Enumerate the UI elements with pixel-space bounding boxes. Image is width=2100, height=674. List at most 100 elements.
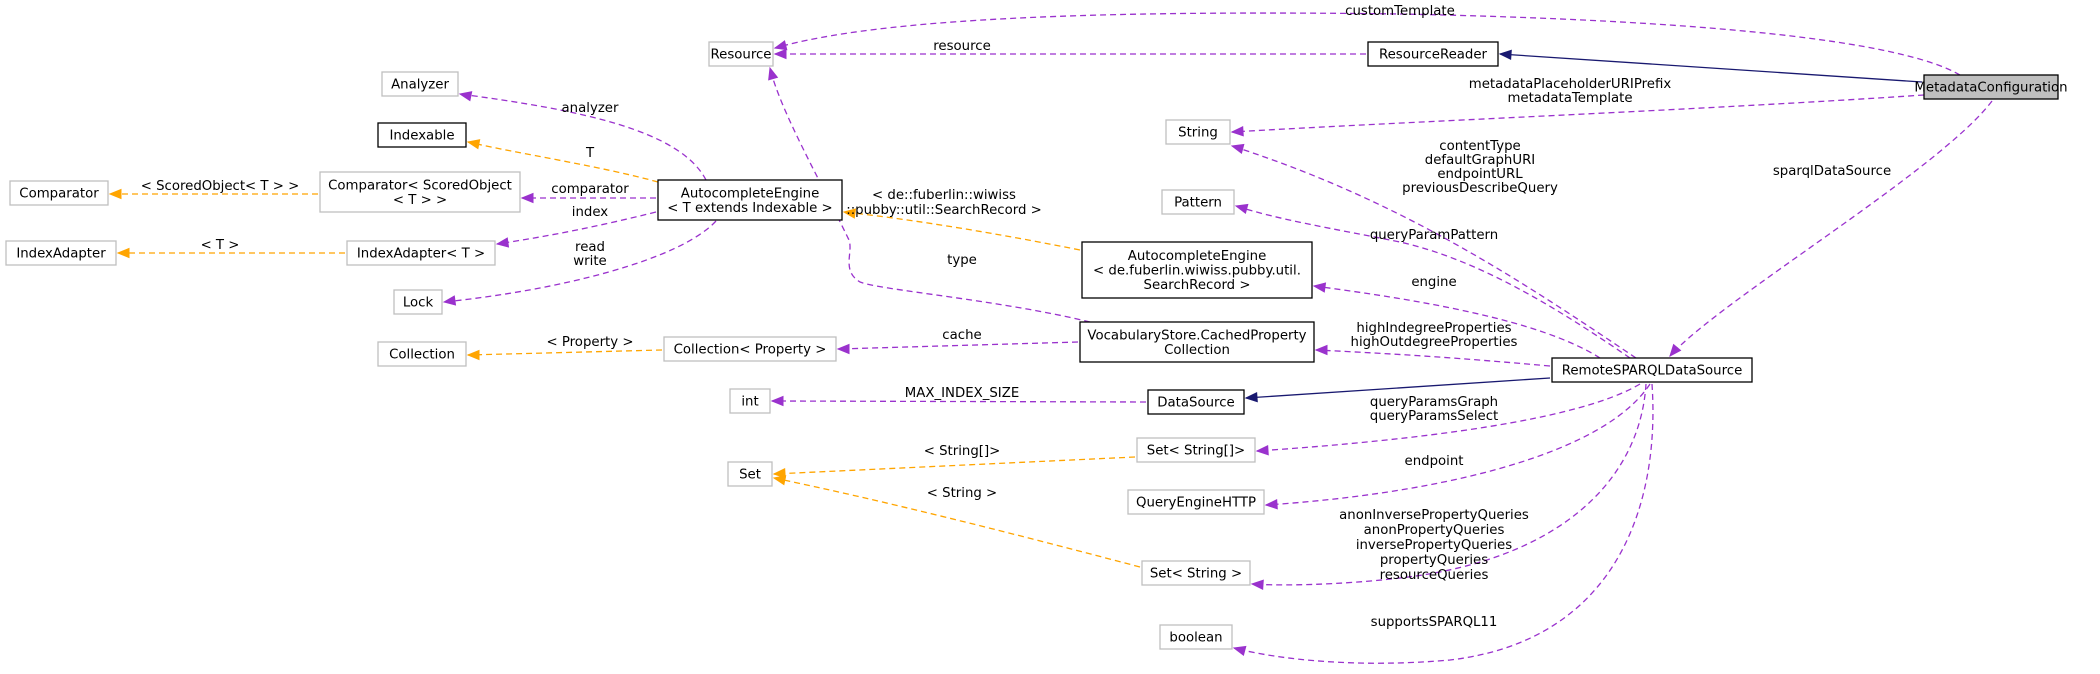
class-node-label: Collection< Property >	[674, 343, 827, 358]
class-node-label: < T extends Indexable >	[667, 201, 832, 216]
edge-engine-arrowhead	[1312, 282, 1327, 293]
edge-analyzer-arrowhead	[458, 91, 473, 102]
edge-label-tmplSearchRecord: ::pubby::util::SearchRecord >	[846, 203, 1042, 218]
class-node-label: QueryEngineHTTP	[1136, 496, 1256, 511]
edge-maxIndexSize	[771, 400, 1147, 403]
class-node-boolean[interactable]: boolean	[1159, 624, 1233, 650]
class-node-box	[1147, 389, 1245, 415]
edge-tmplStringArr	[773, 456, 1136, 475]
class-node-box	[1127, 489, 1265, 515]
edge-propQueries-arrowhead	[1250, 579, 1264, 590]
class-node-setStringArr[interactable]: Set< String[]>	[1136, 437, 1256, 463]
edge-label-remoteStrings: previousDescribeQuery	[1402, 181, 1558, 196]
edge-label-remoteStrings: defaultGraphURI	[1425, 153, 1535, 168]
class-node-label: Analyzer	[391, 78, 449, 93]
class-node-autocompleteEngineT[interactable]: AutocompleteEngine< T extends Indexable …	[657, 179, 843, 221]
class-node-setString[interactable]: Set< String >	[1141, 560, 1251, 586]
class-node-box	[9, 180, 109, 206]
class-node-box	[377, 122, 467, 148]
edge-endpoint-arrowhead	[1264, 499, 1278, 510]
class-node-box	[5, 240, 117, 266]
edge-tmplProperty-arrowhead	[466, 349, 480, 361]
edge-label-propQueries: propertyQueries	[1380, 553, 1488, 568]
class-node-label: Lock	[403, 296, 434, 311]
edge-label-type: type	[947, 253, 977, 268]
edge-tmplProperty	[467, 349, 663, 356]
edge-label-tmplT2: < T >	[201, 238, 240, 253]
class-node-box	[1551, 357, 1753, 383]
edge-label-remoteStrings: endpointURL	[1437, 167, 1523, 182]
edge-label-propQueries: inversePropertyQueries	[1356, 538, 1512, 553]
edge-tmplStringArr-arrowhead	[772, 468, 786, 479]
edge-customTemplate-arrowhead	[773, 40, 788, 51]
edge-queryParams	[1256, 383, 1641, 452]
class-node-autocompleteEngineSR[interactable]: AutocompleteEngine< de.fuberlin.wiwiss.p…	[1081, 241, 1313, 299]
edge-label-degreeProps: highOutdegreeProperties	[1351, 335, 1518, 350]
class-node-comparator[interactable]: Comparator	[9, 180, 109, 206]
class-node-collectionProperty[interactable]: Collection< Property >	[663, 336, 837, 362]
edge-dataSourceInh	[1245, 377, 1551, 399]
edge-label-remoteStrings: contentType	[1439, 139, 1520, 154]
class-node-label: SearchRecord >	[1144, 278, 1251, 293]
edge-label-tmplSearchRecord: < de::fuberlin::wiwiss	[872, 188, 1016, 203]
class-node-lock[interactable]: Lock	[393, 289, 443, 315]
edge-label-endpoint: endpoint	[1405, 454, 1464, 469]
class-node-label: < T > >	[393, 193, 447, 208]
class-node-metadataConfiguration[interactable]: MetadataConfiguration	[1914, 74, 2068, 100]
class-node-resourceReader[interactable]: ResourceReader	[1367, 41, 1499, 67]
edge-metadataStrings-arrowhead	[1230, 126, 1244, 137]
class-node-label: RemoteSPARQLDataSource	[1562, 364, 1743, 379]
edge-label-analyzer: analyzer	[562, 101, 619, 116]
edge-label-engine: engine	[1411, 275, 1456, 290]
class-node-box	[1136, 437, 1256, 463]
class-node-label: IndexAdapter	[16, 247, 106, 262]
class-node-analyzer[interactable]: Analyzer	[381, 71, 459, 97]
class-node-comparatorScored[interactable]: Comparator< ScoredObject< T > >	[319, 171, 521, 213]
edge-remoteStrings	[1231, 145, 1637, 359]
edge-label-comparator: comparator	[551, 182, 629, 197]
edge-sparqlDataSource-arrowhead	[1669, 343, 1682, 358]
class-node-label: DataSource	[1157, 396, 1234, 411]
class-node-box	[393, 289, 443, 315]
edge-propQueries	[1251, 383, 1647, 586]
class-node-queryEngineHTTP[interactable]: QueryEngineHTTP	[1127, 489, 1265, 515]
class-node-string[interactable]: String	[1165, 119, 1231, 145]
edge-labels-layer: customTemplateresourcemetadataPlaceholde…	[141, 4, 1891, 630]
class-node-int[interactable]: int	[729, 388, 771, 414]
edge-label-index: index	[572, 205, 609, 220]
class-node-indexAdapter[interactable]: IndexAdapter	[5, 240, 117, 266]
edge-label-tmplScored: < ScoredObject< T > >	[141, 179, 300, 194]
edge-label-readWrite: write	[573, 254, 606, 269]
edge-label-metadataStrings: metadataPlaceholderURIPrefix	[1469, 77, 1672, 92]
class-node-collection[interactable]: Collection	[377, 341, 467, 367]
edge-metadataStrings	[1231, 94, 1925, 133]
edge-label-tmplStringArr: < String[]>	[924, 444, 1001, 459]
class-node-indexAdapterT[interactable]: IndexAdapter< T >	[346, 240, 496, 266]
class-node-dataSource[interactable]: DataSource	[1147, 389, 1245, 415]
edge-tmplT-arrowhead	[466, 139, 481, 150]
class-node-label: Comparator	[19, 187, 99, 202]
edge-customTemplate	[774, 12, 1961, 76]
edge-label-propQueries: resourceQueries	[1380, 568, 1489, 583]
class-node-box	[708, 41, 774, 67]
edge-tmplScored-arrowhead	[108, 188, 122, 200]
class-node-resource[interactable]: Resource	[708, 41, 774, 67]
class-node-box	[1367, 41, 1499, 67]
class-node-set[interactable]: Set	[727, 461, 773, 487]
class-node-pattern[interactable]: Pattern	[1161, 189, 1235, 215]
class-node-label: MetadataConfiguration	[1914, 81, 2067, 96]
edge-label-metadataStrings: metadataTemplate	[1507, 91, 1632, 106]
class-node-box	[381, 71, 459, 97]
edge-label-supportsSPARQL11: supportsSPARQL11	[1371, 615, 1498, 630]
class-node-indexable[interactable]: Indexable	[377, 122, 467, 148]
edge-label-tmplProperty: < Property >	[546, 335, 633, 350]
class-node-label: boolean	[1169, 631, 1222, 646]
class-node-label: Set< String >	[1150, 567, 1242, 582]
class-node-box	[1079, 321, 1315, 363]
class-node-box	[1923, 74, 2059, 100]
class-node-label: AutocompleteEngine	[1128, 249, 1267, 264]
class-node-box	[346, 240, 496, 266]
edges-layer	[108, 12, 1993, 664]
class-node-remoteSPARQL[interactable]: RemoteSPARQLDataSource	[1551, 357, 1753, 383]
